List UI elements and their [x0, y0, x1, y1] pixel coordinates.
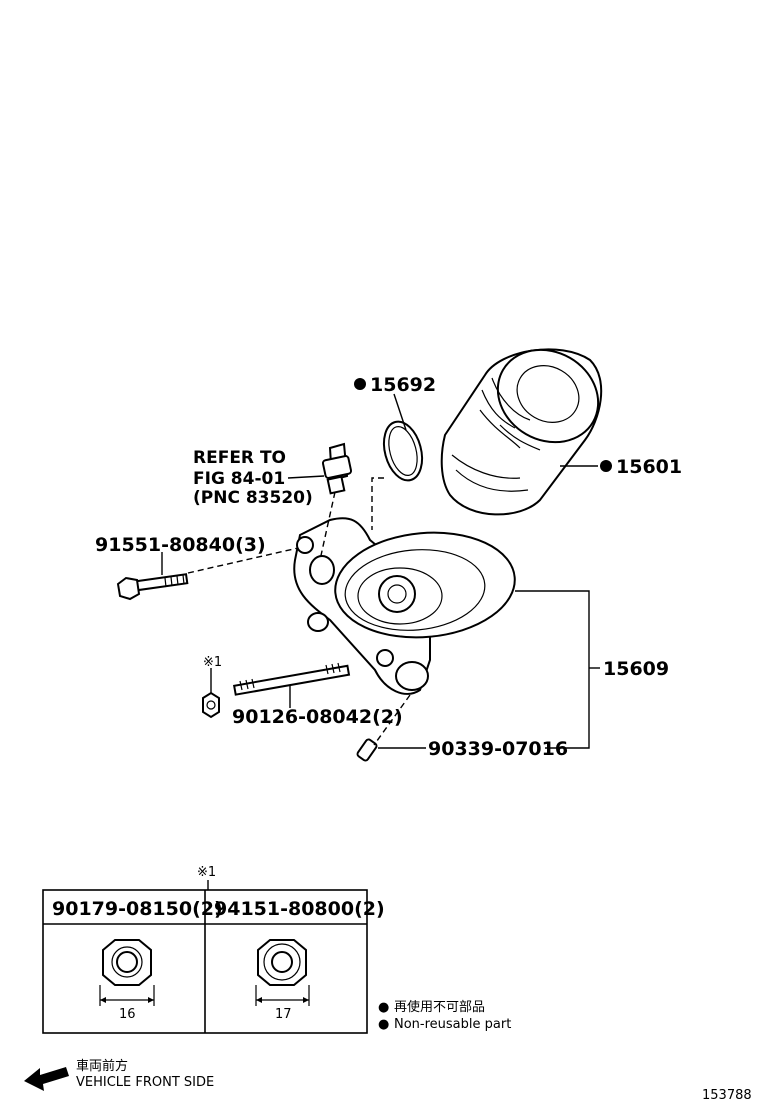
nut-table-col1-part: 90179-08150(2): [52, 898, 223, 920]
oil-filter-drawing: [440, 348, 603, 516]
bolt-part-number: 91551-80840(3): [95, 534, 266, 556]
gasket-drawing: [382, 420, 424, 482]
legend-text-jp: 再使用不可部品: [394, 999, 485, 1015]
nut-reference-mark: ※1: [203, 655, 222, 670]
pin-part-number: 90339-07016: [428, 738, 568, 760]
non-reusable-mark-gasket: [354, 378, 366, 390]
figure-id: 153788: [702, 1088, 752, 1103]
bracket-part-number: 15609: [603, 658, 669, 680]
nut-table-col2-part: 94151-80800(2): [214, 898, 385, 920]
legend: ● 再使用不可部品 ● Non-reusable part: [378, 999, 511, 1032]
nut-table-col1-size: 16: [119, 1007, 136, 1022]
front-label-en: VEHICLE FRONT SIDE: [76, 1075, 214, 1090]
legend-text-en: Non-reusable part: [394, 1017, 511, 1032]
vehicle-front-indicator: 車両前方 VEHICLE FRONT SIDE: [24, 1058, 214, 1091]
filter-part-number: 15601: [616, 456, 682, 478]
gasket-part-number: 15692: [370, 374, 436, 396]
nut-table: ※1 90179-08150(2) 94151-80800(2) 16 17: [42, 865, 385, 1034]
stud-part-number: 90126-08042(2): [232, 706, 403, 728]
legend-symbol-en: ●: [378, 1017, 389, 1032]
nut-table-col2-nut: [255, 939, 310, 1006]
callout-labels: 15692 15601 REFER TO FIG 84-01 (PNC 8352…: [95, 374, 682, 760]
front-arrow-icon: [24, 1067, 69, 1091]
bolt-drawing: [116, 573, 189, 601]
refer-to-line1: REFER TO: [193, 448, 286, 468]
leader-lines: [161, 393, 600, 749]
front-label-jp: 車両前方: [76, 1058, 128, 1074]
nut-table-col2-size: 17: [275, 1007, 292, 1022]
non-reusable-mark-filter: [600, 460, 612, 472]
legend-symbol-jp: ●: [378, 1000, 389, 1015]
refer-to-line2: FIG 84-01: [193, 469, 285, 489]
filter-bracket-drawing: [293, 517, 516, 695]
pin-drawing: [356, 738, 378, 762]
stud-drawing: [232, 662, 351, 696]
nut-table-col1-nut: [99, 939, 155, 1006]
oil-pressure-switch-drawing: [321, 442, 353, 495]
nut-drawing: [202, 691, 220, 719]
refer-to-line3: (PNC 83520): [193, 488, 313, 508]
nut-table-mark: ※1: [197, 865, 216, 880]
